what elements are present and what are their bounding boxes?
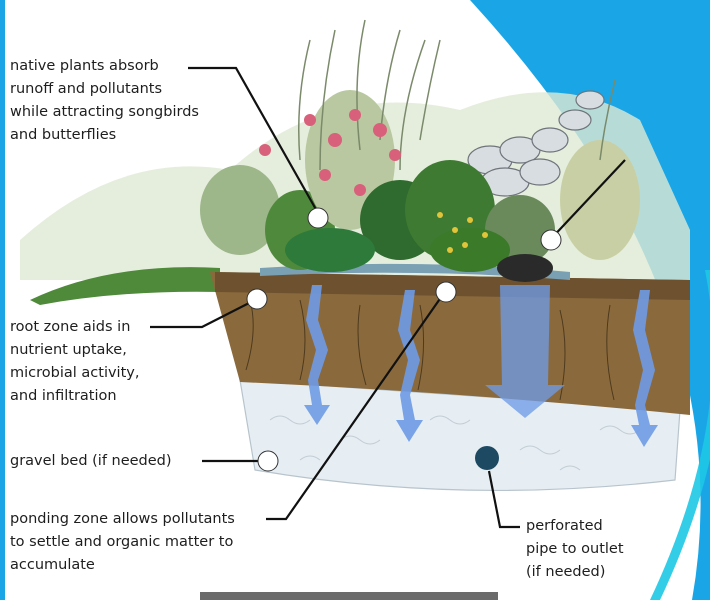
perforated-pipe [475,446,499,470]
root-zone-label: root zone aids in nutrient uptake, micro… [10,316,139,408]
gravel-bed-label: gravel bed (if needed) [10,450,172,473]
perforated-pipe-label: perforated pipe to outlet (if needed) [526,515,624,584]
native-plants-label: native plants absorb runoff and pollutan… [10,55,199,147]
left-frame-bar [0,0,5,600]
overflow-drain [497,254,553,282]
ponding-zone-label: ponding zone allows pollutants to settle… [10,508,235,577]
bottom-overlay-bar [200,592,498,600]
